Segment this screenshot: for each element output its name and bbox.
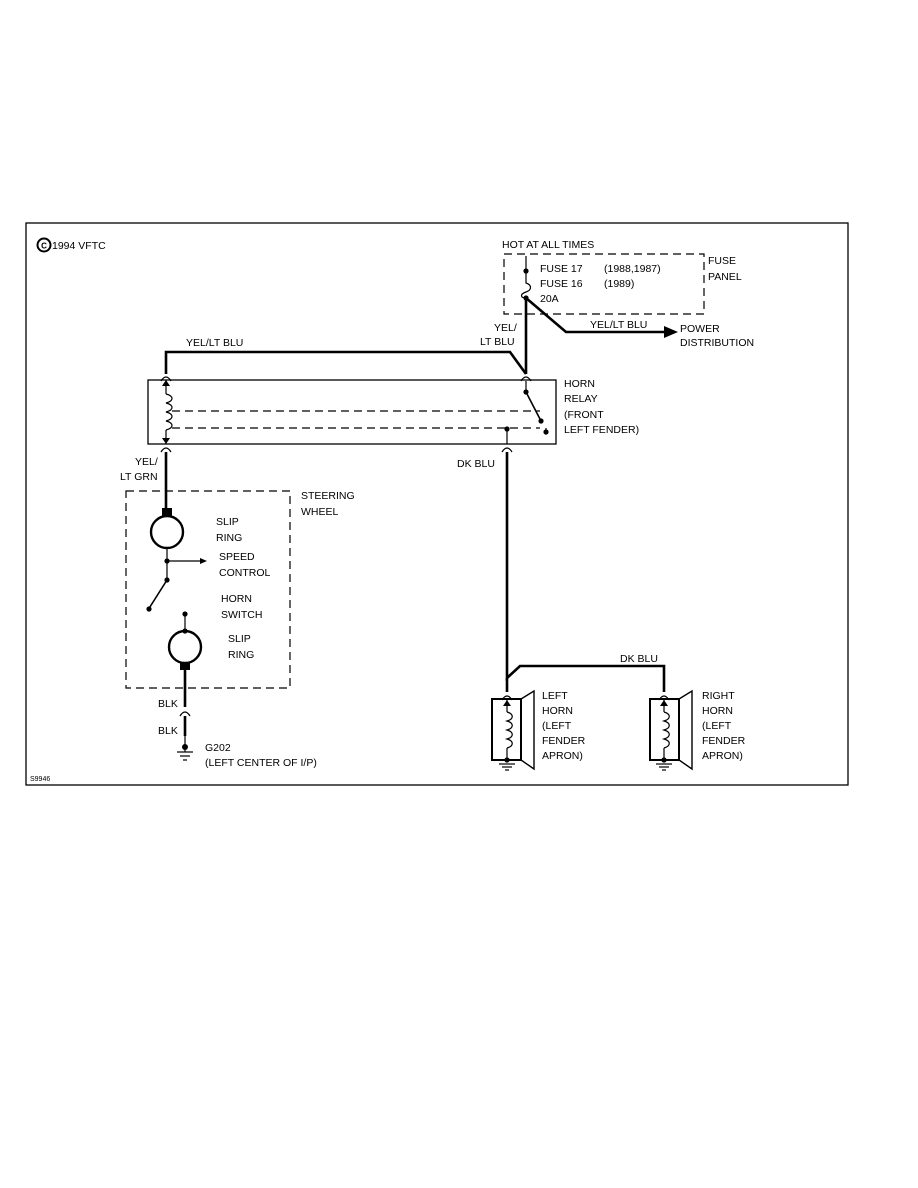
ground-connector-icon (179, 711, 191, 717)
horn-switch-label-2: SWITCH (221, 609, 262, 621)
fuse-panel-title-2: PANEL (708, 271, 742, 283)
fuse-17-label: FUSE 17 (540, 263, 583, 275)
slip-ring-bottom-label: SLIP (228, 633, 251, 645)
right-horn-label: RIGHT (702, 690, 735, 702)
relay-connector-contact-bottom (501, 447, 513, 453)
speed-control-label: SPEED (219, 551, 255, 563)
power-distribution-label-2: DISTRIBUTION (680, 337, 754, 349)
wire-label-ground-lower: BLK (158, 725, 178, 737)
wire-dk-blu-relay-out (505, 452, 666, 692)
left-horn-bell-icon (520, 689, 535, 771)
fuse-16-label: FUSE 16 (540, 278, 583, 290)
fuse-panel: HOT AT ALL TIMES FUSE PANEL FUSE 17 (198… (502, 239, 742, 315)
ground-id: G202 (205, 742, 231, 754)
horn-relay-label-2: RELAY (564, 393, 598, 405)
power-source-label: HOT AT ALL TIMES (502, 239, 594, 251)
relay-switch-node (538, 418, 544, 424)
left-horn-label-5: APRON) (542, 750, 583, 762)
horn-relay-label-3: (FRONT (564, 409, 604, 421)
speed-control-arrow-icon (200, 558, 207, 564)
right-horn-label-2: HORN (702, 705, 733, 717)
wire-label-relay-out: DK BLU (457, 458, 495, 470)
fuse-rating: 20A (540, 293, 559, 305)
left-horn-label-2: HORN (542, 705, 573, 717)
ground-symbol-icon (177, 736, 193, 761)
right-horn-label-3: (LEFT (702, 720, 732, 732)
steering-wheel-box (125, 490, 291, 689)
diagram-frame (25, 222, 849, 786)
wire-label-coil-lower-2: LT GRN (120, 471, 158, 483)
slip-ring-top-label-2: RING (216, 532, 242, 544)
wire-label-top-left: YEL/LT BLU (186, 337, 243, 349)
right-horn-ground-icon (656, 757, 672, 771)
slip-ring-top-icon (149, 514, 185, 550)
power-distribution-label: POWER (680, 323, 720, 335)
slip-ring-top-contact (162, 508, 172, 516)
wire-label-coil-lower: YEL/ (135, 456, 158, 468)
relay-fixed-contact (543, 429, 549, 435)
relay-connector-coil-bottom (160, 447, 172, 453)
left-horn-label: LEFT (542, 690, 568, 702)
horn-relay-label: HORN (564, 378, 595, 390)
left-horn-label-3: (LEFT (542, 720, 572, 732)
slip-ring-bottom-contact (180, 662, 190, 670)
right-horn-label-4: FENDER (702, 735, 746, 747)
wire-label-relay-feed: YEL/ (494, 322, 517, 334)
copyright-text: 1994 VFTC (52, 240, 106, 252)
wire-label-relay-feed-2: LT BLU (480, 336, 515, 348)
right-horn-arrow-icon (660, 700, 668, 706)
wire-label-horn-bus: DK BLU (620, 653, 658, 665)
slip-ring-top-label: SLIP (216, 516, 239, 528)
slip-ring-bottom-node (182, 628, 188, 634)
steering-wheel: STEERING WHEEL SLIP RING SPEED CONTROL H… (125, 490, 355, 689)
right-horn: RIGHT HORN (LEFT FENDER APRON) (649, 689, 746, 771)
steering-wheel-label-2: WHEEL (301, 506, 339, 518)
left-horn-ground-icon (499, 757, 515, 771)
right-horn-label-5: APRON) (702, 750, 743, 762)
relay-coil-arrow-top-icon (162, 380, 170, 386)
relay-connector-coil-top (160, 376, 172, 382)
copyright-mark: C 1994 VFTC (36, 237, 106, 253)
slip-ring-bottom-label-2: RING (228, 649, 254, 661)
fuse-element-icon (520, 271, 532, 299)
relay-switch-arm-icon (525, 391, 542, 422)
horn-relay: HORN RELAY (FRONT LEFT FENDER) (147, 376, 639, 453)
copyright-symbol: C (41, 242, 47, 251)
figure-reference: S9946 (30, 776, 50, 783)
wire-label-ground-upper: BLK (158, 698, 178, 710)
wire-top-yel-lt-blu (164, 350, 528, 375)
left-horn-label-4: FENDER (542, 735, 586, 747)
horn-relay-label-4: LEFT FENDER) (564, 424, 639, 436)
right-horn-coil-icon (661, 711, 670, 749)
fuse-panel-title: FUSE (708, 255, 736, 267)
relay-coil-arrow-bottom-icon (162, 438, 170, 444)
relay-connector-contact-top (520, 376, 532, 382)
steering-wheel-label: STEERING (301, 490, 355, 502)
fuse-16-years: (1989) (604, 278, 634, 290)
wire-power-distribution (525, 297, 664, 334)
left-horn-coil-icon (504, 711, 513, 749)
horn-relay-box (147, 379, 557, 445)
horn-switch-node-arm (146, 606, 152, 612)
slip-ring-bottom-icon (167, 629, 203, 665)
copyright-icon (36, 237, 52, 253)
horn-switch-arm-icon (147, 579, 168, 611)
horn-switch-label: HORN (221, 593, 252, 605)
left-horn: LEFT HORN (LEFT FENDER APRON) (491, 689, 586, 771)
power-distribution-arrow-icon (664, 326, 678, 338)
left-horn-arrow-icon (503, 700, 511, 706)
relay-coil-icon (165, 393, 173, 431)
wire-label-power-distribution: YEL/LT BLU (590, 319, 647, 331)
fuse-17-years: (1988,1987) (604, 263, 661, 275)
speed-control-label-2: CONTROL (219, 567, 270, 579)
ground-location: (LEFT CENTER OF I/P) (205, 757, 317, 769)
right-horn-bell-icon (678, 689, 693, 771)
